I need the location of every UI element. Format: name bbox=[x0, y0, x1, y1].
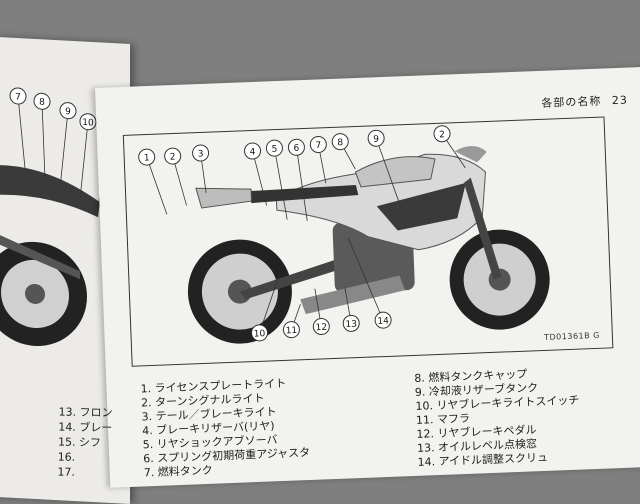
callout-number: 13 bbox=[345, 320, 357, 330]
figure-code-id: TD01361B bbox=[543, 331, 591, 342]
left-list-item: 17. bbox=[57, 465, 76, 479]
callout-number: 7 bbox=[15, 92, 21, 102]
callout-number: 11 bbox=[286, 326, 298, 336]
left-list-item: 14. ブレー bbox=[58, 420, 113, 435]
callout-number: 9 bbox=[65, 107, 71, 117]
callout-circle bbox=[287, 138, 305, 156]
callout-circle bbox=[309, 135, 327, 153]
callout-number: 4 bbox=[250, 147, 256, 157]
callout-leader bbox=[296, 147, 308, 222]
callout-circle bbox=[9, 87, 27, 105]
right-page: 各部の名称 23 bbox=[95, 66, 640, 488]
callout-number: 6 bbox=[293, 144, 299, 154]
callout-circle bbox=[138, 148, 156, 166]
callout-circle bbox=[33, 92, 51, 110]
callout-leader bbox=[79, 121, 89, 200]
callout-leader bbox=[59, 110, 69, 189]
legend-column-right: 8. 燃料タンクキャップ 9. 冷却液リザーブタンク 10. リヤブレーキライト… bbox=[414, 363, 640, 470]
callout-leader bbox=[274, 148, 288, 220]
photo-scene: 7891011 各部の名称 23 bbox=[0, 36, 640, 504]
callout-number: 10 bbox=[82, 118, 94, 129]
callout-leader bbox=[259, 280, 278, 333]
callout-circle bbox=[244, 142, 262, 160]
callout-circle bbox=[367, 129, 385, 147]
left-list-item: 16. bbox=[57, 450, 76, 464]
callout-circle bbox=[282, 321, 300, 339]
callout-circle bbox=[433, 125, 451, 143]
figure-code-suffix: G bbox=[592, 330, 601, 341]
callout-number: 5 bbox=[271, 145, 277, 155]
callout-circle bbox=[192, 144, 210, 162]
callout-leader bbox=[172, 155, 187, 206]
callout-number: 2 bbox=[439, 130, 445, 140]
parts-legend: 1. ライセンスプレートライト 2. ターンシグナルライト 3. テール／ブレー… bbox=[140, 363, 640, 480]
left-page-list: 13. フロン 14. ブレー 15. シフ 16. 17. bbox=[57, 405, 112, 481]
legend-column-left: 1. ライセンスプレートライト 2. ターンシグナルライト 3. テール／ブレー… bbox=[140, 372, 414, 480]
callout-number: 8 bbox=[39, 98, 45, 108]
callout-circle bbox=[312, 317, 330, 335]
callout-leader bbox=[347, 237, 384, 321]
left-page: 7891011 bbox=[0, 36, 130, 504]
callout-number: 12 bbox=[315, 323, 327, 333]
callout-circle bbox=[331, 133, 349, 151]
callout-circle bbox=[59, 102, 77, 120]
callout-number: 8 bbox=[337, 138, 343, 148]
left-list-item: 15. シフ bbox=[57, 435, 102, 450]
callout-leader bbox=[41, 101, 46, 180]
callout-circle bbox=[342, 314, 360, 332]
callout-leader bbox=[146, 156, 168, 215]
callout-leader bbox=[375, 138, 403, 211]
left-page-illustration: 7891011 bbox=[0, 87, 119, 347]
page-number: 23 bbox=[611, 93, 629, 108]
callout-number: 10 bbox=[254, 329, 266, 339]
callout-number: 3 bbox=[198, 149, 204, 159]
callout-circle bbox=[164, 147, 182, 165]
left-list-item: 13. フロン bbox=[58, 405, 113, 420]
callout-leader bbox=[17, 96, 26, 169]
callout-number: 1 bbox=[144, 153, 150, 163]
callout-number: 7 bbox=[315, 141, 321, 151]
section-title: 各部の名称 bbox=[541, 94, 602, 110]
callout-leader bbox=[252, 150, 268, 206]
page-header: 各部の名称 23 bbox=[541, 92, 628, 111]
callout-number: 2 bbox=[170, 152, 176, 162]
callout-circle bbox=[374, 311, 392, 329]
callout-circle bbox=[265, 139, 283, 157]
callout-number: 9 bbox=[373, 135, 379, 145]
callout-number: 14 bbox=[377, 316, 389, 326]
callout-circle bbox=[251, 324, 269, 342]
